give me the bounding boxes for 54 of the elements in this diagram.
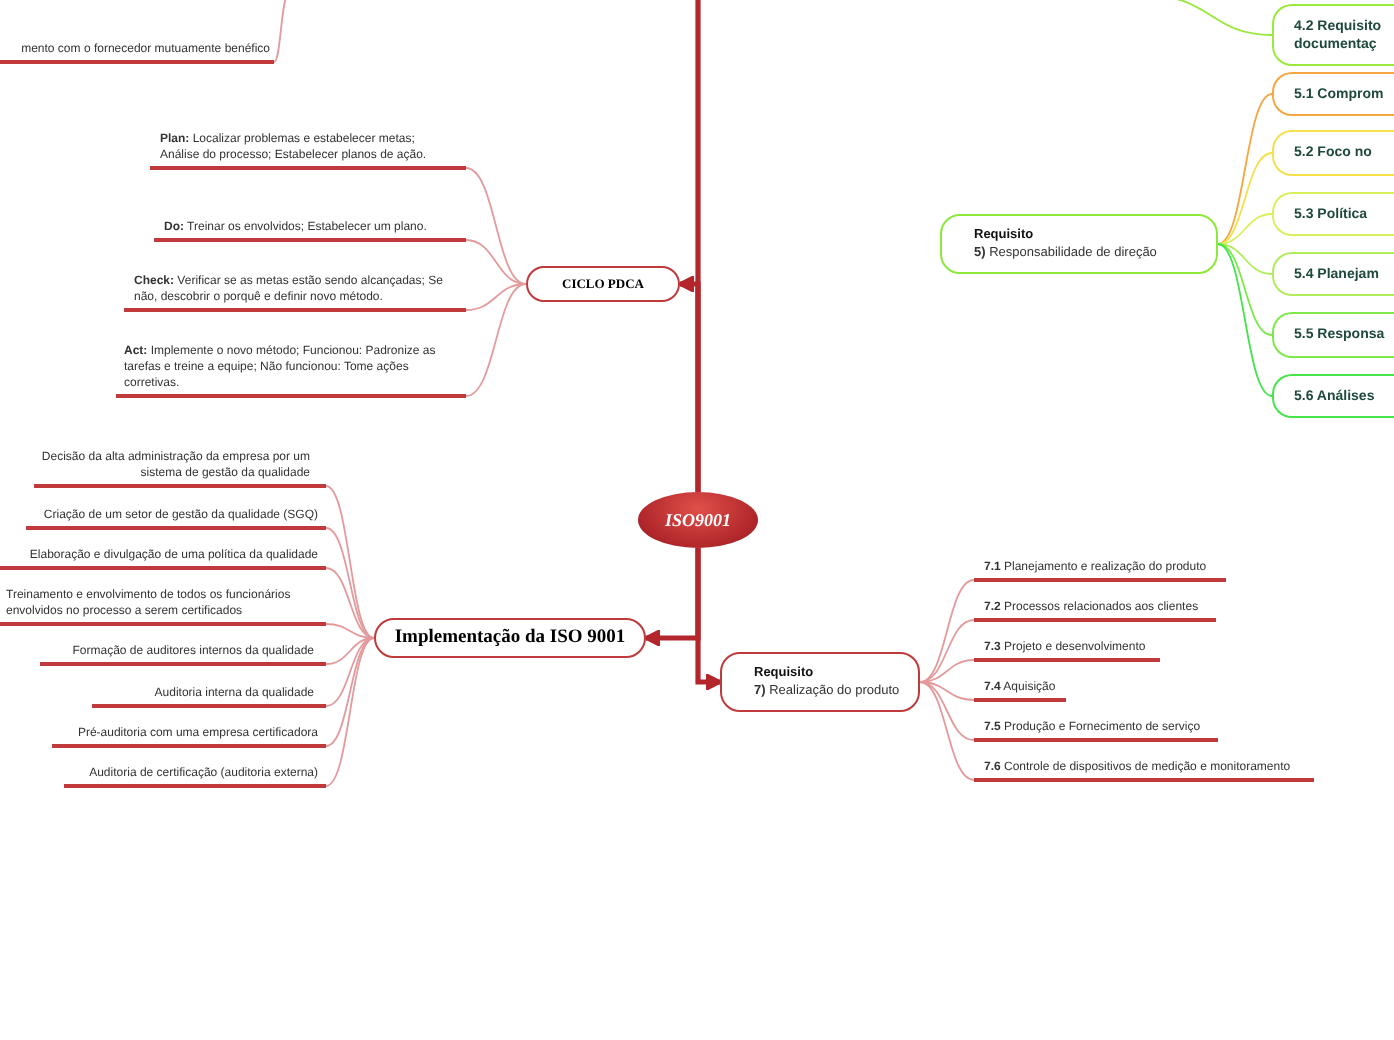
connector — [1217, 243, 1273, 336]
connector — [1217, 243, 1273, 397]
underlined-topic — [40, 646, 326, 666]
connector — [919, 681, 975, 741]
underlined-topic — [974, 722, 1218, 742]
underlined-topic — [974, 562, 1226, 582]
topic-box — [940, 214, 1218, 274]
topic-box — [1272, 374, 1394, 418]
connector — [325, 485, 375, 639]
topic-box — [720, 652, 920, 712]
connector — [919, 681, 975, 781]
underlined-topic — [974, 762, 1314, 782]
underlined-topic — [34, 452, 326, 488]
connector — [273, 0, 289, 63]
underlined-topic — [0, 584, 326, 626]
topic-box — [1272, 72, 1394, 116]
connector — [695, 548, 723, 691]
connector — [919, 619, 975, 683]
connector — [325, 637, 375, 665]
topic-box — [1272, 312, 1394, 358]
connector — [1217, 213, 1273, 245]
underlined-topic — [64, 766, 326, 788]
underlined-topic — [92, 688, 326, 708]
central-topic-label: ISO9001 — [664, 510, 731, 530]
connector — [919, 681, 975, 701]
underlined-topic — [52, 728, 326, 748]
topic-box — [1272, 4, 1394, 66]
underlined-topic — [0, 548, 326, 570]
connector — [465, 167, 527, 285]
underlined-topic — [974, 682, 1066, 702]
connector — [465, 283, 527, 397]
connector — [465, 283, 527, 311]
topic-box — [1272, 130, 1394, 176]
topic-box — [526, 266, 680, 302]
connector — [325, 637, 375, 747]
connector — [325, 623, 375, 639]
topic-label: Implementação da ISO 9001 — [394, 628, 626, 648]
underlined-topic — [0, 40, 274, 64]
connector — [695, 0, 701, 492]
underlined-topic — [116, 340, 466, 398]
topic-box — [1272, 252, 1394, 296]
connector — [325, 567, 375, 639]
connector — [1217, 243, 1273, 275]
underlined-topic — [26, 508, 326, 530]
connector — [465, 239, 527, 285]
connector — [919, 579, 975, 683]
connector — [1217, 152, 1273, 245]
connector — [325, 637, 375, 787]
connector — [325, 527, 375, 639]
topic-box — [1272, 192, 1394, 236]
underlined-topic — [974, 602, 1216, 622]
topic-box — [374, 618, 646, 658]
connector — [1217, 93, 1273, 245]
underlined-topic — [974, 642, 1160, 662]
